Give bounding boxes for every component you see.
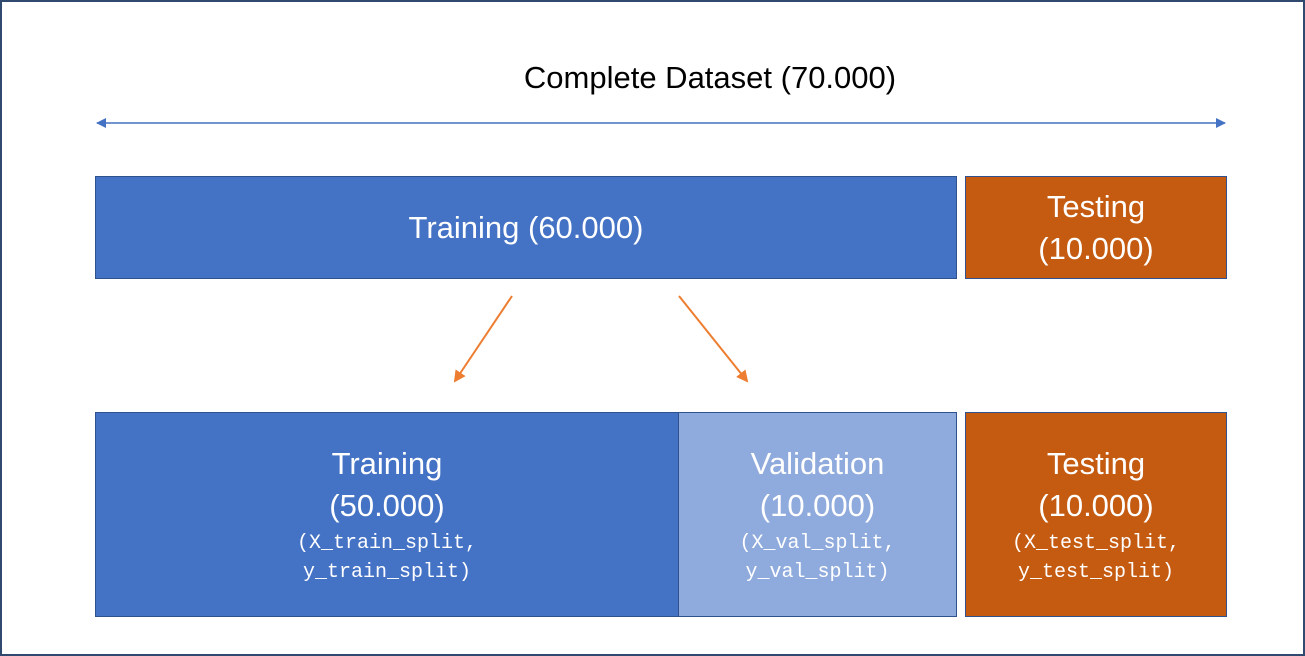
validation-split-code-x: (X_val_split, xyxy=(739,531,896,555)
training-split-code-x: (X_train_split, xyxy=(296,531,478,555)
training-set-label: Training (60.000) xyxy=(408,209,644,245)
split-arrow-right xyxy=(678,295,749,383)
testing-split-count: (10.000) xyxy=(1038,487,1154,523)
split-arrow-left xyxy=(453,295,513,383)
testing-split-label: Testing xyxy=(1046,445,1146,481)
training-split-count: (50.000) xyxy=(329,487,445,523)
testing-label-top: Testing xyxy=(1046,188,1146,224)
validation-split-code-y: y_val_split) xyxy=(745,560,890,584)
validation-split-count: (10.000) xyxy=(759,487,876,523)
testing-count-top: (10.000) xyxy=(1038,230,1154,266)
testing-split-code-x: (X_test_split, xyxy=(1011,531,1181,555)
testing-set-box-top: Testing (10.000) xyxy=(965,176,1227,279)
testing-split-code-y: y_test_split) xyxy=(1017,560,1175,584)
testing-split-box: Testing (10.000) (X_test_split, y_test_s… xyxy=(965,412,1227,617)
validation-split-label: Validation xyxy=(750,445,885,481)
training-set-box: Training (60.000) xyxy=(95,176,957,279)
training-split-label: Training xyxy=(331,445,443,481)
training-split-code-y: y_train_split) xyxy=(302,560,472,584)
validation-split-box: Validation (10.000) (X_val_split, y_val_… xyxy=(678,412,957,617)
training-split-box: Training (50.000) (X_train_split, y_trai… xyxy=(95,412,679,617)
diagram-title: Complete Dataset (70.000) xyxy=(523,60,897,95)
